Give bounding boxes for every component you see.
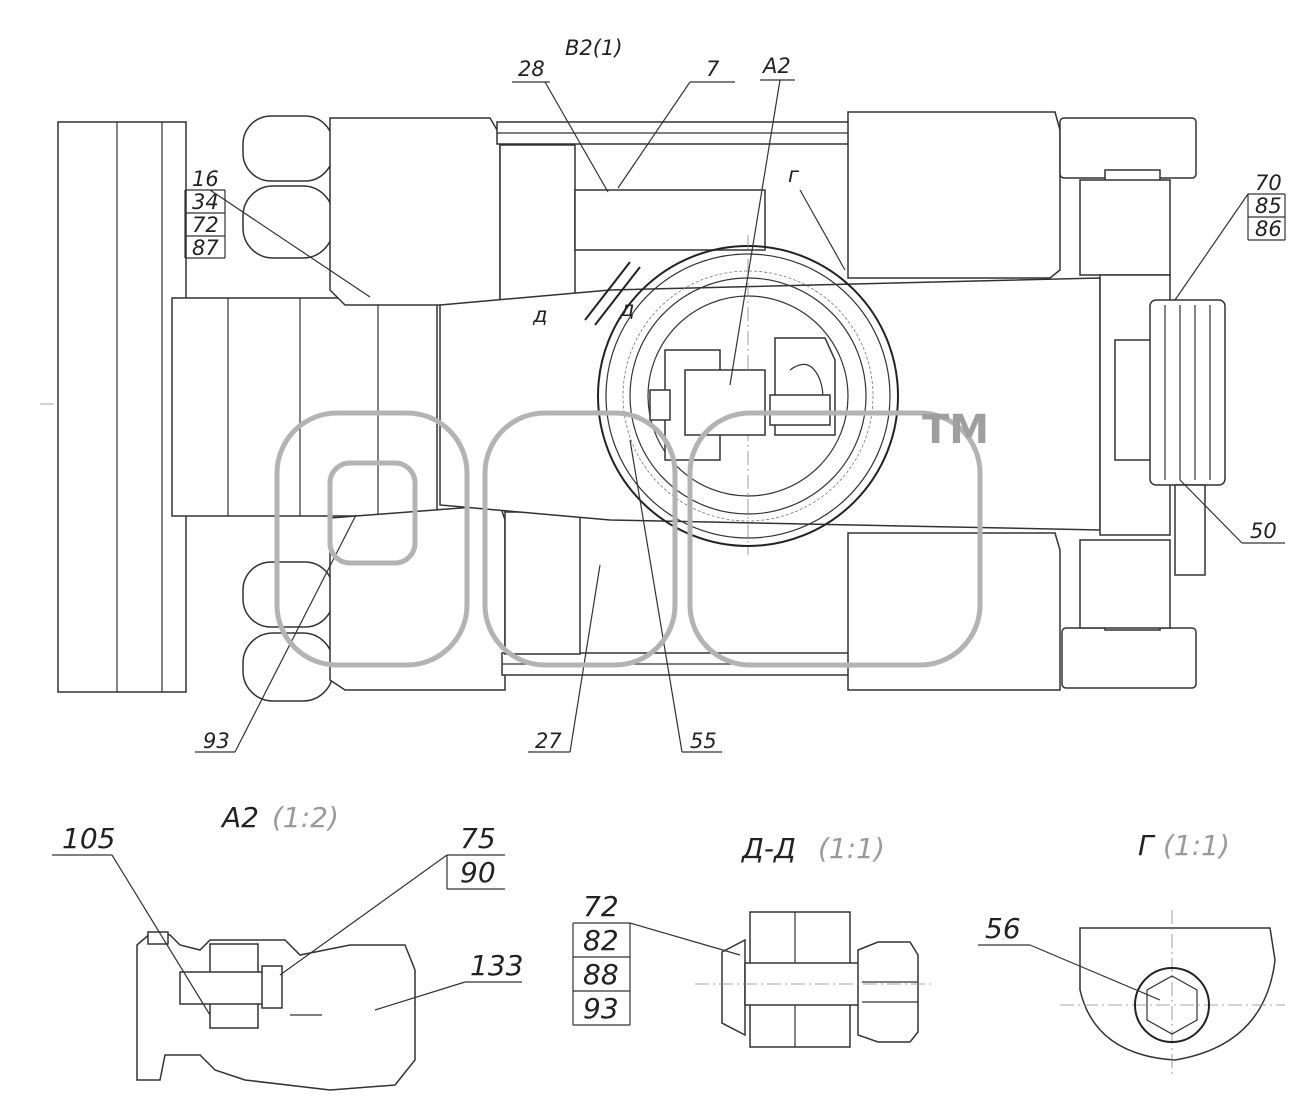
section-d-d: Д-Д (1:1) 72 82 88 93 — [572, 832, 935, 1048]
callout-dd-93: 93 — [583, 992, 619, 1025]
callout-g: г — [788, 163, 800, 187]
callout-34: 34 — [192, 190, 219, 214]
callout-27: 27 — [535, 729, 562, 753]
callout-50: 50 — [1250, 519, 1277, 543]
callout-dd-72: 72 — [583, 890, 619, 923]
callout-72: 72 — [192, 213, 219, 237]
upper-track — [242, 111, 1197, 306]
callout-87: 87 — [192, 236, 219, 260]
section-dd-scale: (1:1) — [818, 832, 885, 865]
callout-85: 85 — [1255, 194, 1282, 218]
trademark-label: TM — [922, 407, 989, 453]
view-g: Г (1:1) 56 — [978, 829, 1285, 1075]
section-dd-title: Д-Д — [740, 832, 796, 865]
callout-93: 93 — [203, 729, 230, 753]
callout-55: 55 — [690, 729, 717, 753]
callout-86: 86 — [1255, 217, 1282, 241]
lower-track — [242, 504, 1197, 702]
callout-16: 16 — [192, 167, 219, 191]
callout-7: 7 — [706, 57, 720, 81]
rear-frame — [1099, 274, 1226, 576]
main-view — [40, 111, 1226, 702]
callout-56: 56 — [985, 912, 1021, 945]
callout-a2: А2 — [761, 54, 791, 78]
detail-a2-title: А2 — [220, 801, 259, 834]
watermark: TM — [274, 407, 989, 668]
callout-d-2: д — [619, 297, 635, 321]
callout-dd-88: 88 — [583, 958, 619, 991]
callout-70: 70 — [1255, 171, 1282, 195]
main-view-annotations: В2(1) 28 7 А2 г д д 16 34 72 87 70 — [184, 36, 1286, 753]
main-view-title: В2(1) — [565, 36, 623, 60]
callout-d-1: д — [532, 303, 548, 327]
detail-a2: А2 (1:2) 105 75 90 133 — [52, 801, 523, 1091]
callout-dd-82: 82 — [583, 924, 619, 957]
view-g-title: Г — [1138, 829, 1156, 862]
detail-a2-scale: (1:2) — [272, 801, 339, 834]
callout-90: 90 — [460, 856, 496, 889]
callout-75: 75 — [460, 822, 496, 855]
callout-28: 28 — [518, 57, 545, 81]
dozer-blade — [57, 121, 438, 693]
callout-105: 105 — [62, 822, 115, 855]
slewing-ring — [597, 235, 899, 555]
view-g-scale: (1:1) — [1163, 829, 1230, 862]
callout-133: 133 — [470, 949, 523, 982]
